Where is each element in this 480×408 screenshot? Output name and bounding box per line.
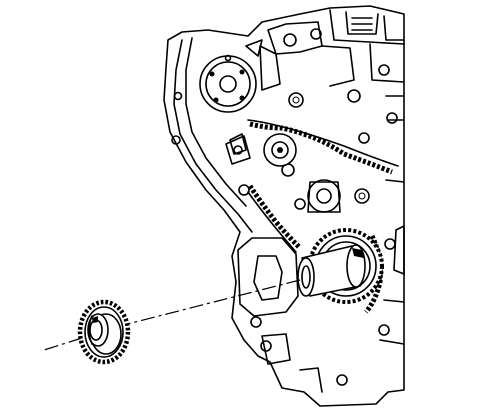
crankshaft-sprocket-icon (77, 299, 131, 365)
camshaft-sprocket-icon (307, 179, 341, 213)
engine-block-icon (163, 5, 405, 407)
water-pump-pulley-icon (199, 54, 257, 113)
removal-axis-line (43, 279, 301, 351)
crankshaft-assembly-icon (237, 228, 384, 317)
chain-tensioner-icon (225, 133, 297, 167)
